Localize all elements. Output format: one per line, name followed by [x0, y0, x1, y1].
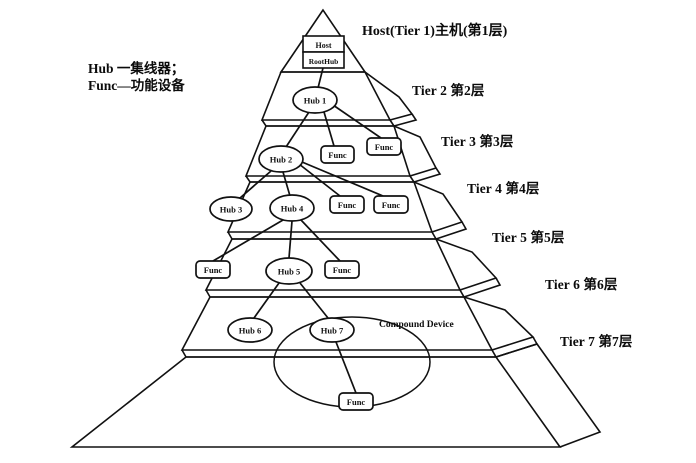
link-hub2-func-a	[298, 163, 341, 197]
legend-hub-line: Hub 一集线器；	[88, 61, 185, 76]
link-hub1-hub2	[285, 111, 310, 148]
func-compound-shape	[338, 392, 374, 411]
hub4-label: Hub 4	[281, 204, 304, 214]
link-hub5-hub6	[253, 282, 280, 319]
hub6-label: Hub 6	[239, 326, 261, 336]
hub6-shape	[227, 317, 273, 343]
func-t4-b-shape	[373, 195, 409, 214]
link-hub4-func-a	[212, 219, 284, 262]
link-hub2-func-b	[301, 161, 384, 197]
func-t3-a-shape	[320, 145, 355, 164]
tier1-label: Host(Tier 1)主机(第1层)	[362, 24, 508, 39]
tier5-label: Tier 5 第5层	[492, 230, 565, 245]
connection-links	[212, 67, 384, 394]
link-hub1-func-b	[332, 104, 382, 139]
func-t4-a-shape	[329, 195, 365, 214]
hub7-label: Hub 7	[321, 326, 344, 336]
func-t3-a-label: Func	[328, 150, 347, 160]
compound-device-label: Compound Device	[379, 320, 454, 330]
hub1-label: Hub 1	[304, 96, 326, 106]
link-hub4-func-b	[300, 219, 341, 262]
tier7-label: Tier 7 第7层	[560, 334, 633, 349]
tier7-slab	[69, 343, 602, 448]
func-t6-b-label: Func	[333, 265, 352, 275]
link-host-hub1	[317, 67, 324, 89]
host-box-line1: Host	[316, 41, 332, 50]
legend-func-line: Func—功能设备	[88, 78, 185, 93]
hub5-shape	[265, 257, 313, 285]
link-hub2-hub3	[239, 170, 272, 199]
host-roothub-box	[302, 35, 345, 69]
func-compound-label: Func	[347, 397, 366, 407]
hub5-label: Hub 5	[278, 267, 300, 277]
func-t3-b-label: Func	[375, 142, 394, 152]
hub1-shape	[292, 86, 338, 114]
hub3-label: Hub 3	[220, 205, 242, 215]
tier6-label: Tier 6 第6层	[545, 277, 618, 292]
hub4-shape	[269, 194, 315, 222]
hub7-shape	[309, 317, 355, 343]
link-hub2-hub4	[282, 171, 291, 197]
link-hub5-hub7	[299, 282, 329, 319]
tier3-label: Tier 3 第3层	[441, 134, 514, 149]
hub-nodes	[209, 86, 355, 343]
func-t3-b-shape	[366, 137, 402, 156]
func-t6-a-label: Func	[204, 265, 223, 275]
link-hub7-func	[335, 341, 357, 394]
func-t4-b-label: Func	[382, 200, 401, 210]
hub2-label: Hub 2	[270, 155, 292, 165]
host-box-line2: RootHub	[309, 57, 339, 66]
func-t6-b-shape	[324, 260, 360, 279]
hub3-shape	[209, 196, 253, 222]
func-t6-a-shape	[195, 260, 231, 279]
func-nodes	[195, 137, 409, 411]
link-hub1-func-a	[323, 111, 335, 147]
legend-block: Hub 一集线器； Func—功能设备	[88, 60, 185, 94]
func-t4-a-label: Func	[338, 200, 357, 210]
tier4-label: Tier 4 第4层	[467, 181, 540, 196]
tier2-label: Tier 2 第2层	[412, 83, 485, 98]
tier2-slab	[260, 71, 418, 127]
hub2-shape	[258, 145, 304, 173]
link-hub4-hub5	[288, 220, 293, 259]
